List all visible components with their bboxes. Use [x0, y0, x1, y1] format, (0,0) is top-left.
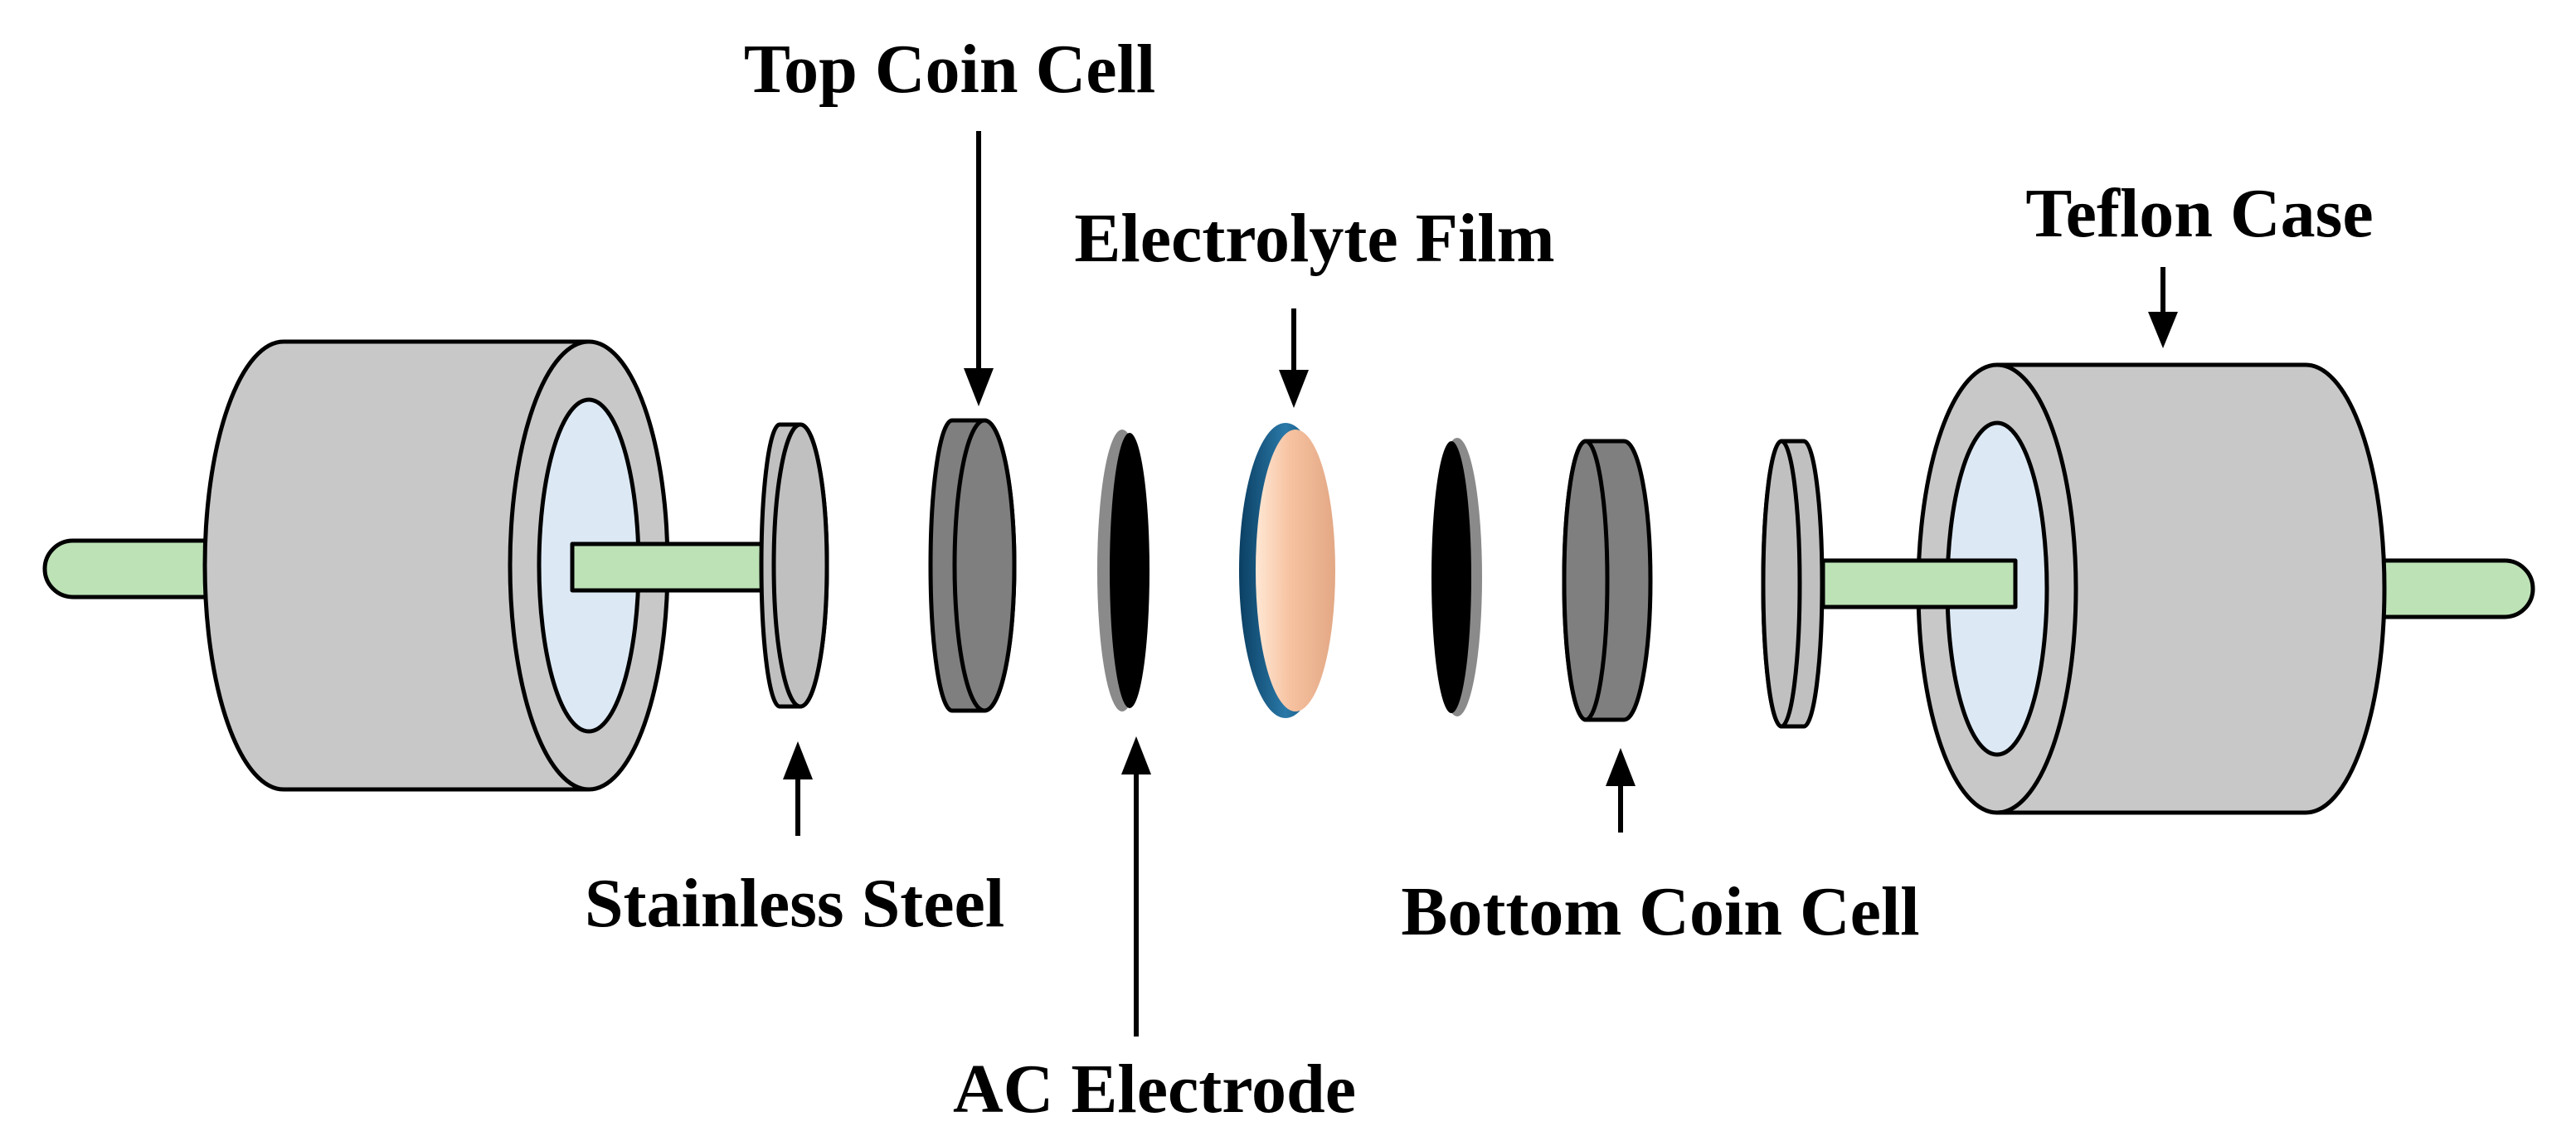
right-outer-rod	[2345, 558, 2535, 619]
left-outer-rod	[42, 538, 222, 600]
right-stainless-steel-disc	[1761, 439, 1825, 729]
label-ac-electrode: AC Electrode	[953, 1051, 1356, 1128]
right-teflon-case	[1820, 362, 2535, 815]
arrow-top-coin-cell	[964, 131, 994, 406]
right-ac-electrode	[1431, 438, 1482, 716]
left-teflon-case	[42, 339, 770, 792]
arrow-stainless-steel	[783, 741, 813, 836]
top-coin-cell-disc	[928, 418, 1017, 713]
left-stainless-steel-disc	[759, 422, 829, 709]
right-inner-rod	[1820, 558, 2018, 609]
left-case-body	[202, 339, 591, 792]
left-inner-rod	[570, 541, 770, 593]
arrow-teflon-case	[2148, 267, 2178, 348]
bottom-coin-cell-disc	[1562, 439, 1653, 722]
arrow-bottom-coin-cell	[1606, 748, 1636, 833]
label-stainless-steel: Stainless Steel	[584, 865, 1005, 942]
label-teflon-case: Teflon Case	[2025, 175, 2374, 252]
arrow-electrolyte-film	[1279, 308, 1309, 408]
electrolyte-film-disc	[1239, 423, 1335, 718]
label-bottom-coin-cell: Bottom Coin Cell	[1401, 873, 1920, 950]
arrow-ac-electrode	[1121, 736, 1151, 1037]
right-case-body	[1995, 362, 2387, 815]
label-top-coin-cell: Top Coin Cell	[743, 31, 1156, 108]
label-electrolyte-film: Electrolyte Film	[1074, 200, 1555, 277]
left-ac-electrode	[1097, 430, 1149, 711]
